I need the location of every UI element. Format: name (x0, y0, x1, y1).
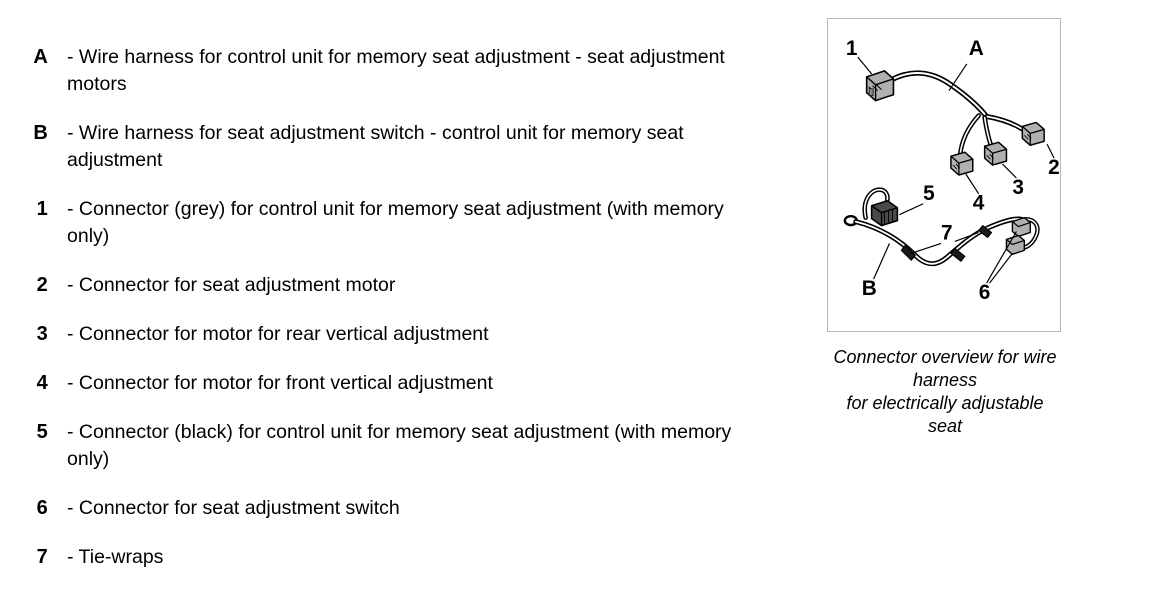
callout-3-leader (1002, 163, 1017, 179)
legend-item-a: A - Wire harness for control unit for me… (0, 44, 760, 98)
callout-label-2: 2 (1048, 156, 1060, 179)
legend-item-7: 7 - Tie-wraps (0, 544, 760, 571)
wire-harness-illustration: 1 A 2 3 4 5 7 B 6 (843, 37, 1060, 304)
legend-key: B (33, 122, 48, 144)
legend-key: 4 (36, 372, 48, 394)
harness-b-main-cable-highlight (854, 218, 1024, 265)
callout-label-6: 6 (979, 281, 991, 304)
callout-4-leader (965, 173, 980, 195)
connector-5-body (870, 199, 899, 227)
legend-key: 6 (36, 497, 48, 519)
connector-1-body (865, 70, 895, 102)
connector-4-body (950, 151, 974, 176)
figure-caption-line-2: for electrically adjustable seat (846, 393, 1044, 436)
harness-a-group (857, 56, 1055, 195)
harness-b-group (843, 187, 1040, 284)
legend-item-3: 3 - Connector for motor for rear vertica… (0, 321, 760, 348)
legend-description: - Connector for motor for rear vertical … (67, 323, 489, 345)
legend-description: - Connector (black) for control unit for… (67, 421, 732, 470)
legend-description: - Connector for seat adjustment switch (67, 497, 400, 519)
legend-key: 5 (36, 421, 48, 443)
callout-1-leader (857, 56, 873, 75)
legend-description: - Connector for motor for front vertical… (67, 372, 493, 394)
callout-5-leader (899, 203, 924, 216)
legend-item-b: B - Wire harness for seat adjustment swi… (0, 120, 760, 174)
figure-caption-line-1: Connector overview for wire harness (833, 347, 1057, 390)
legend-item-4: 4 - Connector for motor for front vertic… (0, 370, 760, 397)
legend-description: - Wire harness for seat adjustment switc… (67, 122, 684, 171)
harness-a-branch-2-outline (984, 114, 1027, 133)
callout-label-a: A (969, 37, 984, 60)
callout-label-7: 7 (941, 221, 953, 244)
callout-label-1: 1 (846, 37, 858, 60)
connector-6-upper-body (1011, 216, 1031, 238)
callout-b-leader (873, 243, 891, 280)
legend-key: 2 (36, 274, 48, 296)
harness-a-branch-4-outline (957, 113, 981, 161)
harness-a-main-cable-highlight (888, 72, 988, 118)
callout-label-4: 4 (973, 192, 985, 215)
connector-2-body (1021, 121, 1045, 146)
tiewrap-band-right (950, 247, 966, 262)
tiewrap-band-far-right (978, 225, 993, 239)
callout-7-leader-left (911, 242, 942, 254)
legend-description: - Connector (grey) for control unit for … (67, 198, 724, 247)
connector-3-body (983, 141, 1008, 166)
legend-key: 7 (36, 546, 48, 568)
legend-item-1: 1 - Connector (grey) for control unit fo… (0, 196, 760, 250)
connector-legend-list: A - Wire harness for control unit for me… (0, 44, 760, 593)
legend-key: A (33, 46, 48, 68)
legend-description: - Connector for seat adjustment motor (67, 274, 396, 296)
callout-6-leader-upper (986, 231, 1017, 284)
figure-block: 1 A 2 3 4 5 7 B 6 Connector overview for… (827, 18, 1063, 438)
callout-7-leader-right (954, 231, 979, 242)
callout-6-leader-lower (989, 252, 1013, 284)
harness-diagram-panel: 1 A 2 3 4 5 7 B 6 (827, 18, 1061, 332)
tiewrap-band-left (900, 244, 916, 261)
harness-a-branch-2-highlight (985, 115, 1026, 132)
callout-2-leader (1046, 143, 1055, 159)
legend-description: - Wire harness for control unit for memo… (67, 46, 725, 95)
legend-description: - Tie-wraps (67, 546, 164, 568)
callout-label-5: 5 (923, 182, 935, 205)
callout-label-b: B (862, 277, 877, 300)
legend-key: 3 (36, 323, 48, 345)
legend-item-6: 6 - Connector for seat adjustment switch (0, 495, 760, 522)
legend-key: 1 (36, 198, 48, 220)
figure-caption: Connector overview for wire harness for … (827, 346, 1063, 438)
legend-item-2: 2 - Connector for seat adjustment motor (0, 272, 760, 299)
callout-label-3: 3 (1012, 176, 1024, 199)
harness-a-main-cable-outline (886, 70, 990, 120)
legend-item-5: 5 - Connector (black) for control unit f… (0, 419, 760, 473)
callout-a-leader (948, 63, 968, 92)
